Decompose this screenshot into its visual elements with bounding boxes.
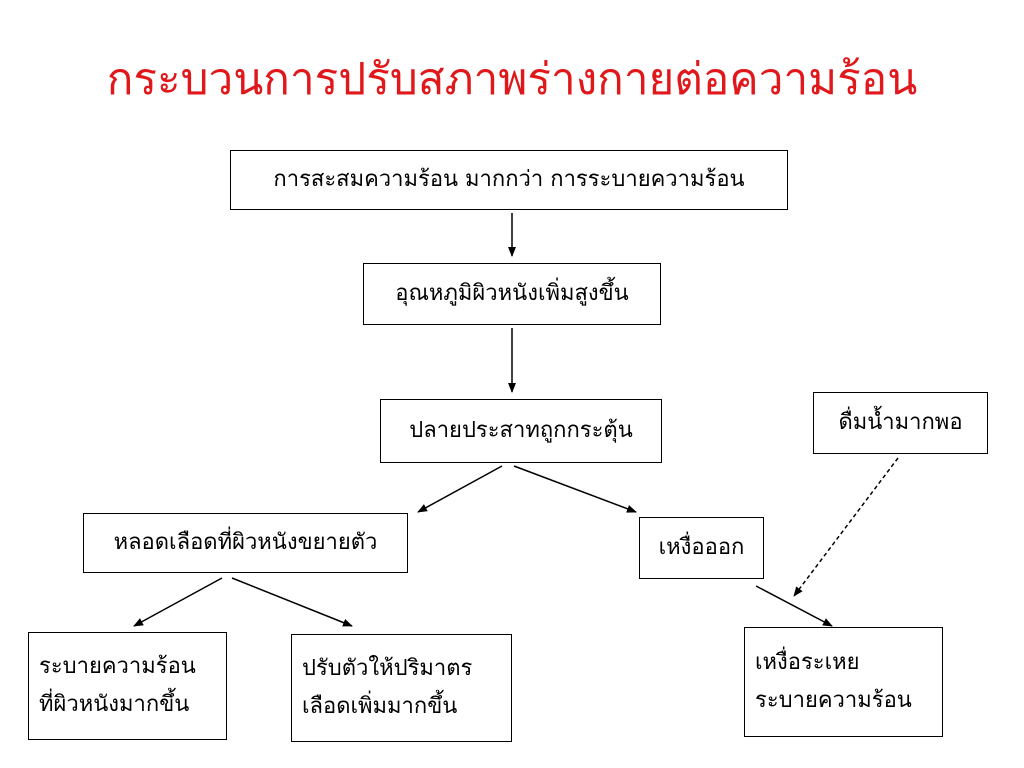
- page-title: กระบวนการปรับสภาพร่างกายต่อความร้อน: [106, 54, 918, 105]
- node-sweat-evaporation-line2: ระบายความร้อน: [755, 688, 912, 713]
- node-heat-accumulation-label: การสะสมความร้อน มากกว่า การระบายความร้อน: [273, 167, 745, 192]
- node-nerve-stimulated-label: ปลายประสาทถูกกระตุ้น: [409, 418, 633, 443]
- arrow-drink-water-to-evaporation: [793, 457, 899, 597]
- node-nerve-stimulated: ปลายประสาทถูกกระตุ้น: [380, 399, 662, 463]
- arrow-nerve-to-sweating: [513, 465, 637, 513]
- node-sweat-evaporation: เหงื่อระเหย ระบายความร้อน: [744, 627, 943, 737]
- node-sweating-label: เหงื่อออก: [658, 535, 745, 560]
- node-vasodilation-label: หลอดเลือดที่ผิวหนังขยายตัว: [113, 530, 378, 555]
- arrow-nerve-to-vasodilation: [417, 465, 503, 513]
- node-vasodilation: หลอดเลือดที่ผิวหนังขยายตัว: [83, 513, 408, 573]
- node-blood-volume-adjust: ปรับตัวให้ปริมาตร เลือดเพิ่มมากขึ้น: [291, 634, 512, 742]
- node-sweat-evaporation-line1: เหงื่อระเหย: [755, 650, 860, 675]
- node-drink-water: ดื่มน้ำมากพอ: [813, 392, 988, 454]
- node-skin-temp-rise: อุณหภูมิผิวหนังเพิ่มสูงขึ้น: [363, 263, 661, 325]
- arrow-vasodilation-to-blood-volume: [231, 577, 353, 627]
- node-skin-heat-release-line2: ที่ผิวหนังมากขึ้น: [39, 692, 190, 717]
- node-skin-heat-release-line1: ระบายความร้อน: [39, 654, 196, 679]
- arrow-vasodilation-to-heat-release: [133, 577, 223, 627]
- node-skin-heat-release: ระบายความร้อน ที่ผิวหนังมากขึ้น: [28, 632, 227, 740]
- node-blood-volume-adjust-line1: ปรับตัวให้ปริมาตร: [302, 656, 473, 681]
- node-heat-accumulation: การสะสมความร้อน มากกว่า การระบายความร้อน: [230, 150, 788, 210]
- node-blood-volume-adjust-line2: เลือดเพิ่มมากขึ้น: [302, 694, 458, 719]
- arrow-sweating-to-evaporation: [755, 585, 833, 627]
- node-sweating: เหงื่อออก: [639, 517, 764, 579]
- node-skin-temp-rise-label: อุณหภูมิผิวหนังเพิ่มสูงขึ้น: [395, 281, 629, 306]
- node-drink-water-label: ดื่มน้ำมากพอ: [838, 410, 963, 435]
